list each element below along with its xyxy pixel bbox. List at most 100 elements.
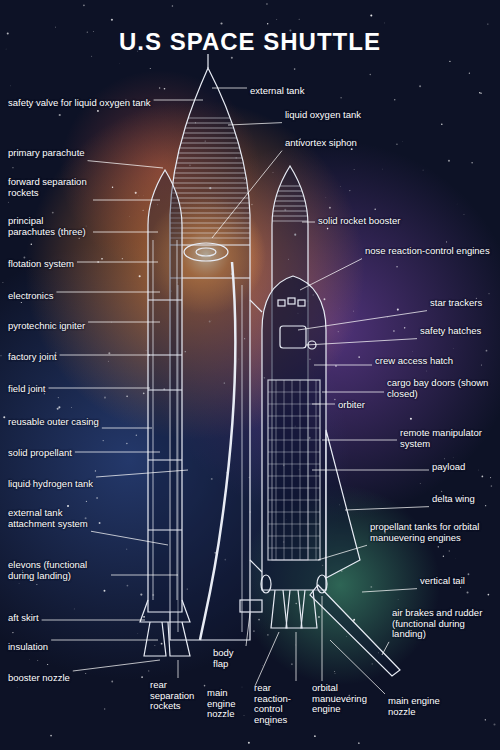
star [267,23,268,24]
star [231,57,233,59]
leader-line [212,88,247,89]
star [358,356,360,358]
star [349,190,350,191]
leader-line [362,589,417,592]
leader-line [382,642,389,655]
star [50,735,52,737]
part-label: body flap [213,648,243,669]
star [101,258,103,260]
bay-line [268,512,320,513]
engine-nozzle [271,590,287,628]
star [58,406,60,408]
star [324,298,326,300]
star [468,573,470,575]
star [87,32,88,33]
leader-line [49,388,151,389]
bay-line [284,380,285,560]
star [57,408,59,410]
star [59,114,61,116]
tank-ring [165,173,255,174]
part-label: vertical tail [420,576,465,587]
vertical-tail [310,585,400,676]
booster-joint [148,354,182,355]
star [266,3,268,5]
leader-line [322,440,397,441]
star [444,458,446,460]
leader-line [306,339,417,345]
star [441,491,442,492]
leader-line [322,392,384,393]
booster-ring [268,201,312,202]
star [272,172,274,174]
bay-line [268,464,320,465]
body-flap [240,600,262,612]
star [471,162,473,164]
star [479,92,481,94]
star [291,664,292,665]
star [299,19,300,20]
antivortex-siphon [184,243,228,261]
part-label: external tank attachment system [8,508,88,529]
leader-line [60,355,150,356]
star [79,238,80,239]
star [253,630,255,632]
bay-line [268,488,320,489]
booster-nozzle [168,622,190,656]
booster-nozzle [144,622,166,656]
leader-line [88,322,160,323]
star [334,399,335,400]
part-label: booster nozzle [8,673,70,684]
tank-ring [165,128,255,129]
star [262,665,264,667]
star [119,62,121,64]
star [138,195,140,197]
part-label: crew access hatch [375,356,453,367]
tank-ring [165,138,255,139]
booster-ring [268,206,312,207]
bay-line [268,452,320,453]
star [143,392,145,394]
orbiter-window [278,300,285,306]
star [95,470,96,471]
star [340,97,341,98]
part-label: forward separation rockets [8,177,90,198]
star [404,327,406,329]
star [141,676,143,678]
bay-line [268,548,320,549]
star [410,418,412,420]
part-label: cargo bay doors (shown closed) [387,378,492,399]
star [12,167,13,168]
star [491,485,493,487]
part-label: star trackers [430,298,482,309]
star [374,208,376,210]
engine-nozzle [301,590,317,628]
star [92,31,94,33]
leader-line [77,262,158,263]
star [97,110,99,112]
part-label: electronics [8,291,53,302]
star [248,742,250,744]
left-booster [148,170,182,612]
booster-joint [148,299,182,300]
star [382,168,384,170]
star [394,99,395,100]
star [353,619,355,621]
star [467,591,469,593]
part-label: solid rocket booster [318,216,400,227]
leader-line [345,507,429,510]
star [58,397,59,398]
star [126,396,128,398]
tank-ring [165,133,255,134]
leader-line [91,531,168,545]
star [2,282,3,283]
attachment-strut [250,560,262,572]
leader-line [302,222,315,223]
part-label: rear separation rockets [150,680,202,712]
booster-joint [148,389,182,390]
main-engines [271,590,317,628]
star [258,619,260,621]
star [276,19,278,21]
tank-ring [165,163,255,164]
oms-pod [261,575,271,593]
